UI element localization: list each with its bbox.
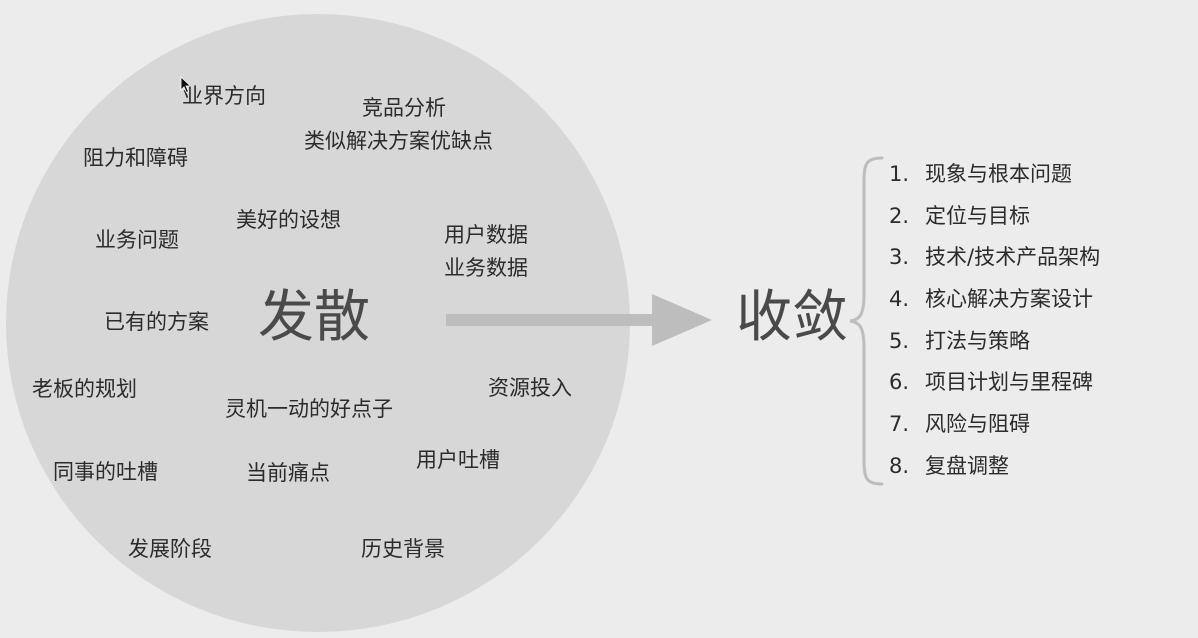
converge-item-label: 复盘调整 [925,454,1009,478]
phrase-existing-solutions: 已有的方案 [104,310,209,334]
converge-item-number: 4. [889,287,910,311]
converge-item-label: 风险与阻碍 [925,412,1030,436]
phrase-obstacles: 阻力和障碍 [83,146,188,170]
converge-item-label: 现象与根本问题 [925,162,1072,186]
converge-title: 收敛 [736,285,848,350]
converge-item-number: 1. [889,162,910,186]
phrase-good-vision: 美好的设想 [236,208,341,232]
converge-item-label: 打法与策略 [925,329,1030,353]
mouse-cursor-icon [180,76,192,94]
converge-item: 1. 现象与根本问题 [889,164,1072,185]
phrase-history-background: 历史背景 [361,537,445,561]
converge-item-label: 定位与目标 [925,204,1030,228]
converge-item-number: 2. [889,204,910,228]
phrase-business-data: 业务数据 [444,256,528,280]
arrow-right-icon [446,294,712,346]
phrase-industry-direction: 业界方向 [182,84,266,108]
converge-item: 2. 定位与目标 [889,206,1030,227]
phrase-pain-points: 当前痛点 [246,461,330,485]
phrase-development-stage: 发展阶段 [128,537,212,561]
converge-item: 6. 项目计划与里程碑 [889,372,1093,393]
converge-item-number: 8. [889,454,910,478]
phrase-business-problem: 业务问题 [95,228,179,252]
converge-item-number: 7. [889,412,910,436]
converge-item-number: 3. [889,245,910,269]
phrase-resource-input: 资源投入 [488,376,572,400]
converge-item-label: 技术/技术产品架构 [925,245,1101,269]
converge-item-label: 项目计划与里程碑 [925,370,1093,394]
diverge-title: 发散 [258,285,370,350]
converge-item-number: 6. [889,370,910,394]
converge-item: 5. 打法与策略 [889,331,1030,352]
converge-item: 7. 风险与阻碍 [889,414,1030,435]
curly-brace-icon [849,156,884,486]
phrase-colleague-complaints: 同事的吐槽 [53,460,158,484]
phrase-user-data: 用户数据 [444,223,528,247]
converge-item: 3. 技术/技术产品架构 [889,247,1100,268]
converge-item: 8. 复盘调整 [889,456,1009,477]
phrase-inspiration: 灵机一动的好点子 [225,397,393,421]
phrase-boss-plan: 老板的规划 [32,377,137,401]
converge-item-label: 核心解决方案设计 [925,287,1093,311]
phrase-competitor-analysis: 竞品分析 [362,96,446,120]
phrase-user-complaints: 用户吐槽 [416,448,500,472]
converge-item-number: 5. [889,329,910,353]
converge-item: 4. 核心解决方案设计 [889,289,1093,310]
phrase-similar-solutions: 类似解决方案优缺点 [304,129,493,153]
